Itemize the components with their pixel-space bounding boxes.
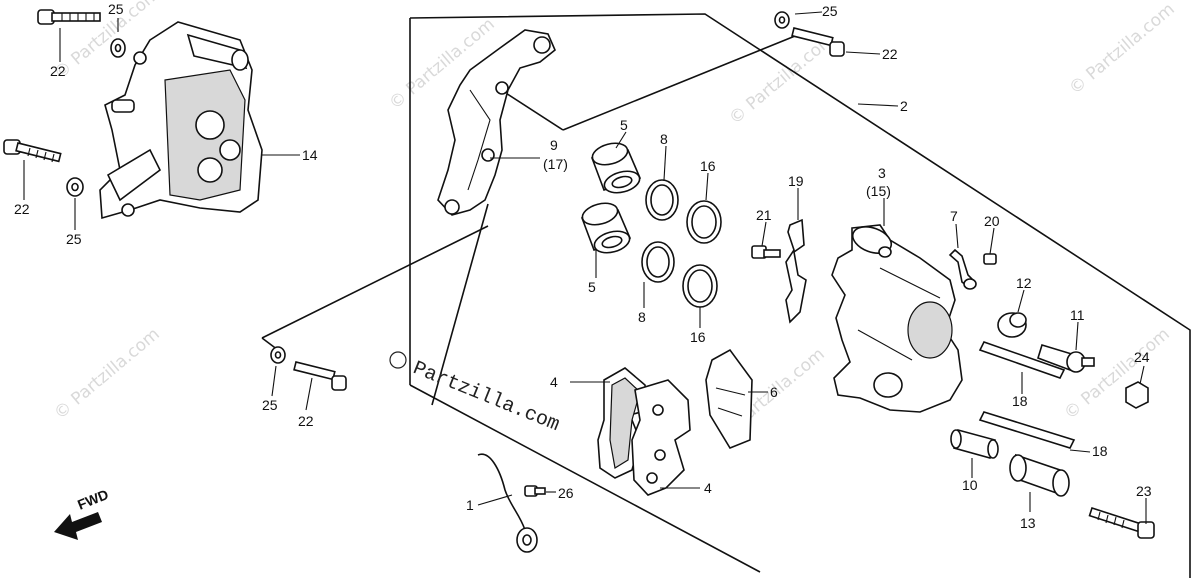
watermark: © Partzilla.com [725,29,838,129]
callout-label: 25 [262,397,278,413]
callout-label: 21 [756,207,772,223]
callout-label: 22 [14,201,30,217]
callout-label: 18 [1012,393,1028,409]
callout-label: 22 [50,63,66,79]
callout-label: 26 [558,485,574,501]
bolt-part [791,27,845,57]
brake-pad-part [631,379,691,496]
dust-seal-part [686,200,722,244]
callout-label: 5 [588,279,596,295]
washer-part [66,177,84,197]
washer-part [774,11,790,29]
bolt-part [293,361,347,391]
watermark: © Partzilla.com [1065,0,1178,99]
center-watermark: Partzilla.com [389,351,563,437]
callout-label: 13 [1020,515,1036,531]
callout-label: 4 [704,480,712,496]
callout-label: 25 [822,3,838,19]
pad-spring-part [785,218,807,324]
caliper-body-part [831,224,963,413]
callout-label: 1 [466,497,474,513]
callout-label: 7 [950,208,958,224]
callout-label: 25 [66,231,82,247]
slide-pin-part [978,341,1066,379]
dust-seal-part [682,264,718,308]
callout-label: 25 [108,1,124,17]
piston-part [590,142,642,194]
pin-bolt-part [751,245,781,259]
bolt-part [524,485,546,497]
washer-part [270,346,286,364]
callout-labels: 25 22 22 25 14 25 22 2 9 (17) 5 8 16 5 8… [14,1,1152,531]
leader-lines [23,11,1147,524]
clip-part [477,453,538,553]
caliper-bracket-part [437,29,556,216]
bushing-part [950,429,999,459]
callout-label: 5 [620,117,628,133]
callout-label: 18 [1092,443,1108,459]
callout-label: 20 [984,213,1000,229]
callout-label: 23 [1136,483,1152,499]
callout-label: 16 [700,158,716,174]
callout-label: 6 [770,384,778,400]
pad-shim-part [705,348,753,449]
callout-label: 14 [302,147,318,163]
washer-part [110,38,126,58]
callout-label: 8 [660,131,668,147]
callout-label: 4 [550,374,558,390]
callout-label: 11 [1070,307,1085,323]
bleeder-valve-part [948,248,977,290]
callout-label: 2 [900,98,908,114]
callout-label: (15) [866,183,891,199]
slide-pin-part [978,411,1076,449]
callout-label: (17) [543,156,568,172]
boot-part [997,312,1027,338]
callout-label: 8 [638,309,646,325]
assembly-outline [261,13,1191,578]
watermark: © Partzilla.com [50,324,163,424]
bolt-part [3,139,62,163]
callout-label: 3 [878,165,886,181]
callout-label: 19 [788,173,804,189]
callout-label: 12 [1016,275,1032,291]
callout-label: 22 [882,46,898,62]
callout-label: 16 [690,329,706,345]
piston-seal-part [645,179,679,221]
callout-label: 9 [550,137,558,153]
watermark: © Partzilla.com [1060,324,1173,424]
boot-part [1009,453,1070,497]
sleeve-part [1037,344,1095,373]
callout-label: 24 [1134,349,1150,365]
fwd-label: FWD [75,486,111,513]
callout-label: 22 [298,413,314,429]
piston-seal-part [641,241,675,283]
caliper-assembly-part [99,21,263,220]
piston-part [580,202,632,254]
nut-part [1125,381,1149,409]
callout-label: 10 [962,477,978,493]
bolt-part [1088,506,1155,539]
bolt-part [37,9,101,25]
fwd-arrow: FWD [54,486,111,540]
cap-part [983,253,997,265]
